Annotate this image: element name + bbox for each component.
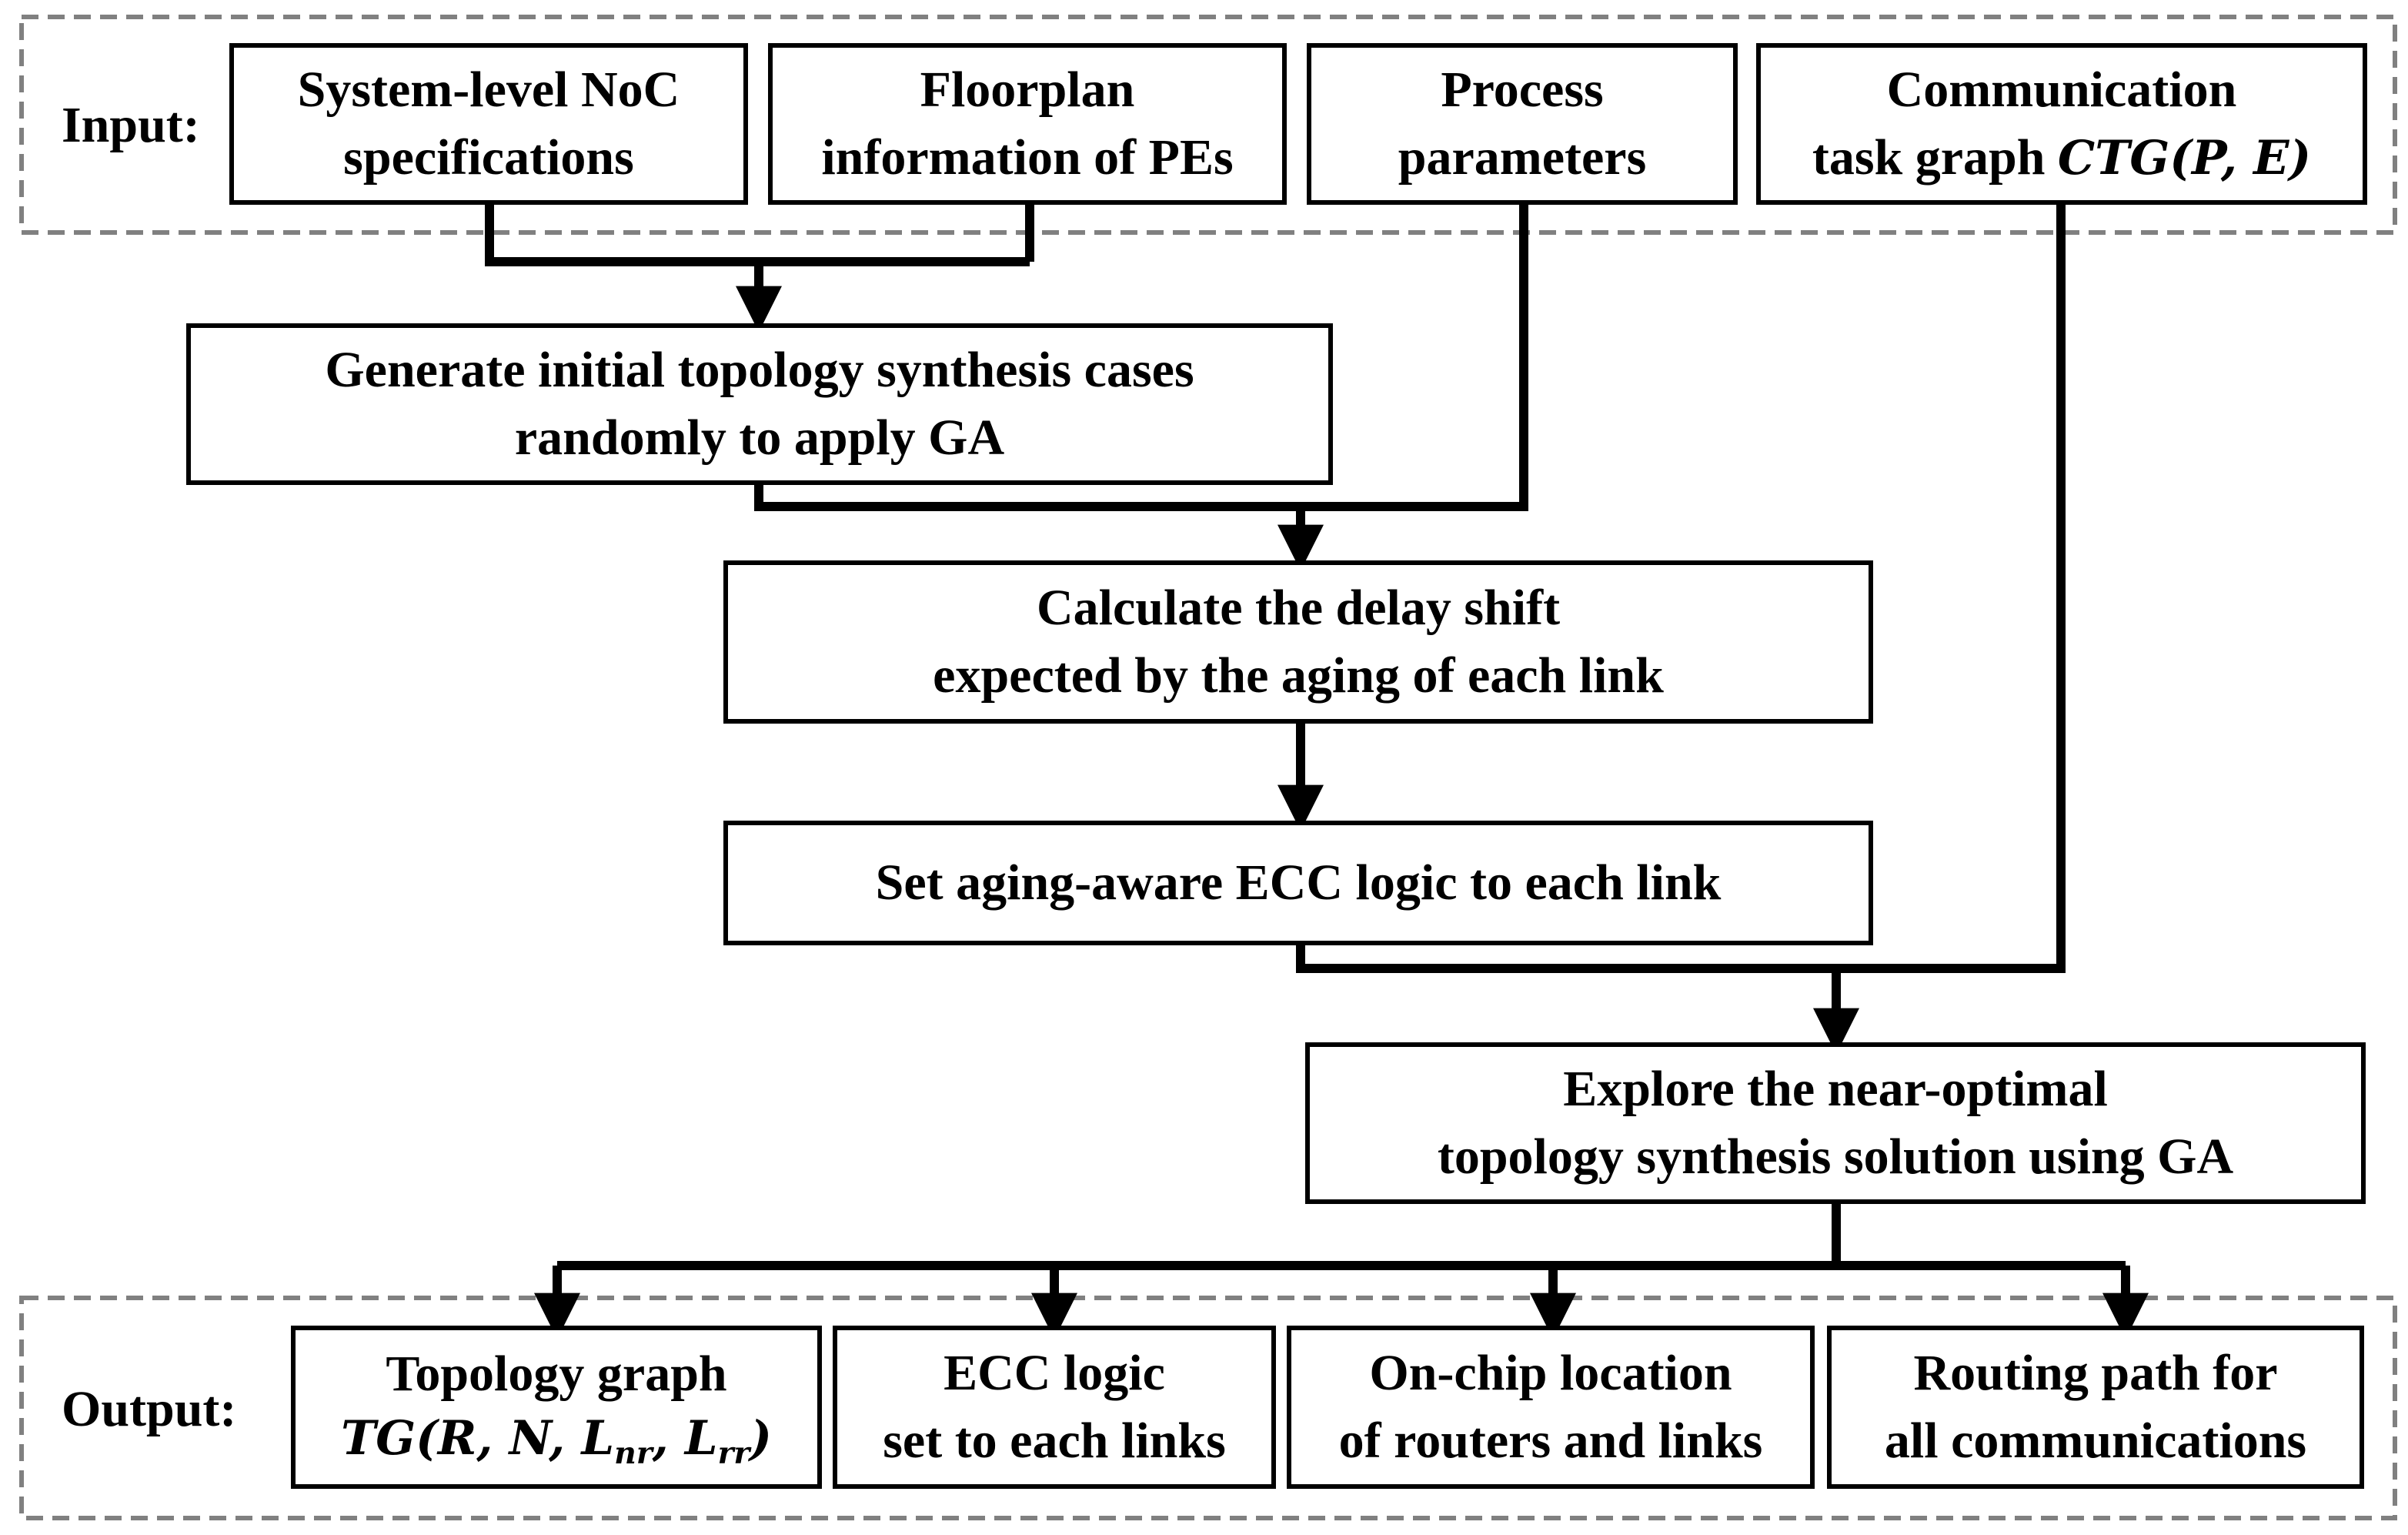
topology-formula-mid: , L xyxy=(652,1411,718,1466)
ecc-output-line-2: set to each links xyxy=(883,1413,1226,1469)
topology-formula-end: ) xyxy=(750,1411,772,1466)
location-line-1: On-chip location xyxy=(1369,1345,1732,1402)
topology-sub-nr: nr xyxy=(614,1436,653,1472)
explore-line-1: Explore the near-optimal xyxy=(1563,1061,2108,1118)
process-line-2: parameters xyxy=(1398,129,1647,186)
arrow-explore-to-outputs xyxy=(557,1202,2126,1270)
process-line-1: Process xyxy=(1441,62,1604,119)
floorplan-line-1: Floorplan xyxy=(920,62,1135,119)
routing-path-output-box: Routing path for all communications xyxy=(1827,1326,2364,1489)
explore-solution-box: Explore the near-optimal topology synthes… xyxy=(1305,1042,2366,1204)
set-ecc-text: Set aging-aware ECC logic to each link xyxy=(875,854,1722,911)
ctg-prefix: task graph xyxy=(1812,129,2058,186)
topology-formula: TG(R, N, Lnr, Lrr) xyxy=(341,1408,772,1473)
calculate-line-2: expected by the aging of each link xyxy=(933,647,1664,704)
generate-line-1: Generate initial topology synthesis case… xyxy=(325,342,1194,399)
topology-graph-output-box: Topology graph TG(R, N, Lnr, Lrr) xyxy=(291,1326,822,1489)
calculate-delay-shift-box: Calculate the delay shift expected by the… xyxy=(723,560,1873,724)
set-ecc-logic-box: Set aging-aware ECC logic to each link xyxy=(723,821,1873,945)
noc-specs-line-2: specifications xyxy=(343,129,634,186)
topology-sub-rr: rr xyxy=(717,1436,750,1472)
ctg-line-2: task graph CTG(P, E) xyxy=(1812,124,2311,192)
routing-line-2: all communications xyxy=(1884,1413,2307,1469)
ctg-line-1: Communication xyxy=(1886,62,2237,119)
topology-formula-name: TG(R, N, L xyxy=(341,1411,615,1466)
arrow-process-to-calculate xyxy=(754,203,1528,545)
input-group-label: Input: xyxy=(62,97,200,153)
output-group-frame xyxy=(19,1296,2397,1520)
calculate-line-1: Calculate the delay shift xyxy=(1036,580,1561,637)
ctg-formula: CTG(P, E) xyxy=(2057,131,2312,186)
floorplan-box: Floorplan information of PEs xyxy=(768,43,1287,205)
on-chip-location-output-box: On-chip location of routers and links xyxy=(1287,1326,1815,1489)
generate-line-2: randomly to apply GA xyxy=(514,410,1005,466)
generate-initial-cases-box: Generate initial topology synthesis case… xyxy=(186,323,1333,485)
topology-line-1: Topology graph xyxy=(386,1346,727,1403)
floorplan-line-2: information of PEs xyxy=(821,129,1234,186)
noc-specifications-box: System-level NoC specifications xyxy=(229,43,748,205)
process-parameters-box: Process parameters xyxy=(1307,43,1738,205)
ecc-logic-output-box: ECC logic set to each links xyxy=(833,1326,1276,1489)
noc-specs-line-1: System-level NoC xyxy=(297,62,680,119)
location-line-2: of routers and links xyxy=(1338,1413,1763,1469)
routing-line-1: Routing path for xyxy=(1913,1345,2278,1402)
input-group-frame xyxy=(19,15,2397,235)
explore-line-2: topology synthesis solution using GA xyxy=(1437,1129,2234,1185)
arrow-ctg-to-explore xyxy=(1296,202,2066,1028)
output-group-label: Output: xyxy=(62,1381,237,1437)
communication-task-graph-box: Communication task graph CTG(P, E) xyxy=(1756,43,2367,205)
ecc-output-line-1: ECC logic xyxy=(943,1345,1165,1402)
arrow-inputs-to-generate xyxy=(485,202,1034,306)
